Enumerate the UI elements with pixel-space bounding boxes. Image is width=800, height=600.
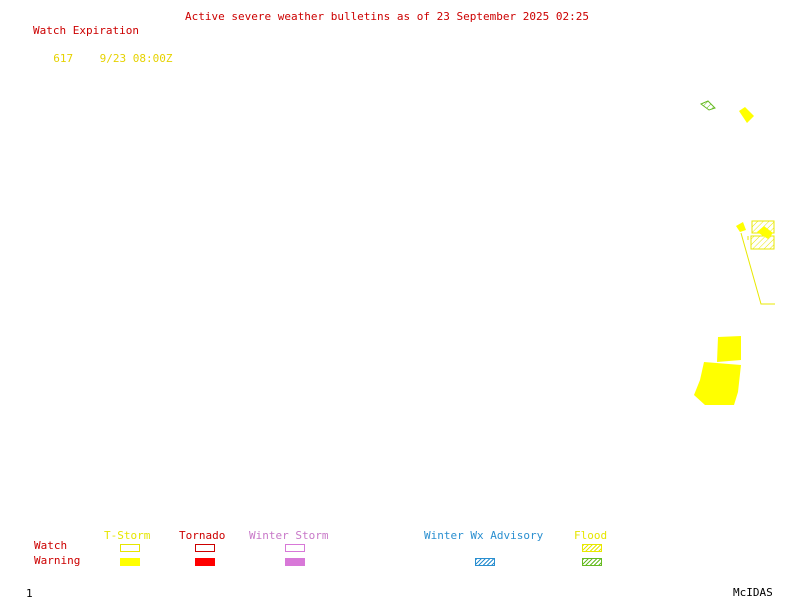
legend-flood-warning-swatch [582,558,602,566]
legend-winter-storm-watch-swatch [285,544,305,552]
tstorm-warning-polygon [717,336,741,362]
brand-label: McIDAS [733,586,773,599]
flood-watch-polygon [750,235,775,250]
page-title: Active severe weather bulletins as of 23… [185,10,589,23]
legend-tornado-warning-swatch [195,558,215,566]
legend-tstorm-warning-swatch [120,558,140,566]
flood-warning-polygon [700,100,716,111]
watch-expiration: 9/23 08:00Z [99,52,173,65]
legend-winter-wx-advisory-label: Winter Wx Advisory [424,529,544,542]
legend-watch-label: Watch [34,539,68,552]
watch-row: 617 9/23 08:00Z [40,41,172,65]
tstorm-watch-outline [740,232,775,305]
legend-winter-storm-label: Winter Storm [249,529,329,542]
tstorm-warning-polygon [736,222,746,232]
legend-tornado-watch-swatch [195,544,215,552]
legend-tstorm-watch-swatch [120,544,140,552]
legend-flood-watch-swatch [582,544,602,552]
tstorm-warning-polygon [757,226,773,239]
legend-tstorm-label: T-Storm [104,529,151,542]
tstorm-warning-polygon [694,362,741,405]
tstorm-warning-polygon [739,107,754,123]
watch-expiration-header: Watch Expiration [33,24,139,37]
legend-flood-label: Flood [574,529,608,542]
frame-number: 1 [26,587,33,600]
legend-tornado-label: Tornado [179,529,226,542]
legend-winter-wx-advisory-swatch [475,558,495,566]
legend-warning-label: Warning [34,554,81,567]
watch-number: 617 [53,52,74,65]
legend-winter-storm-warning-swatch [285,558,305,566]
